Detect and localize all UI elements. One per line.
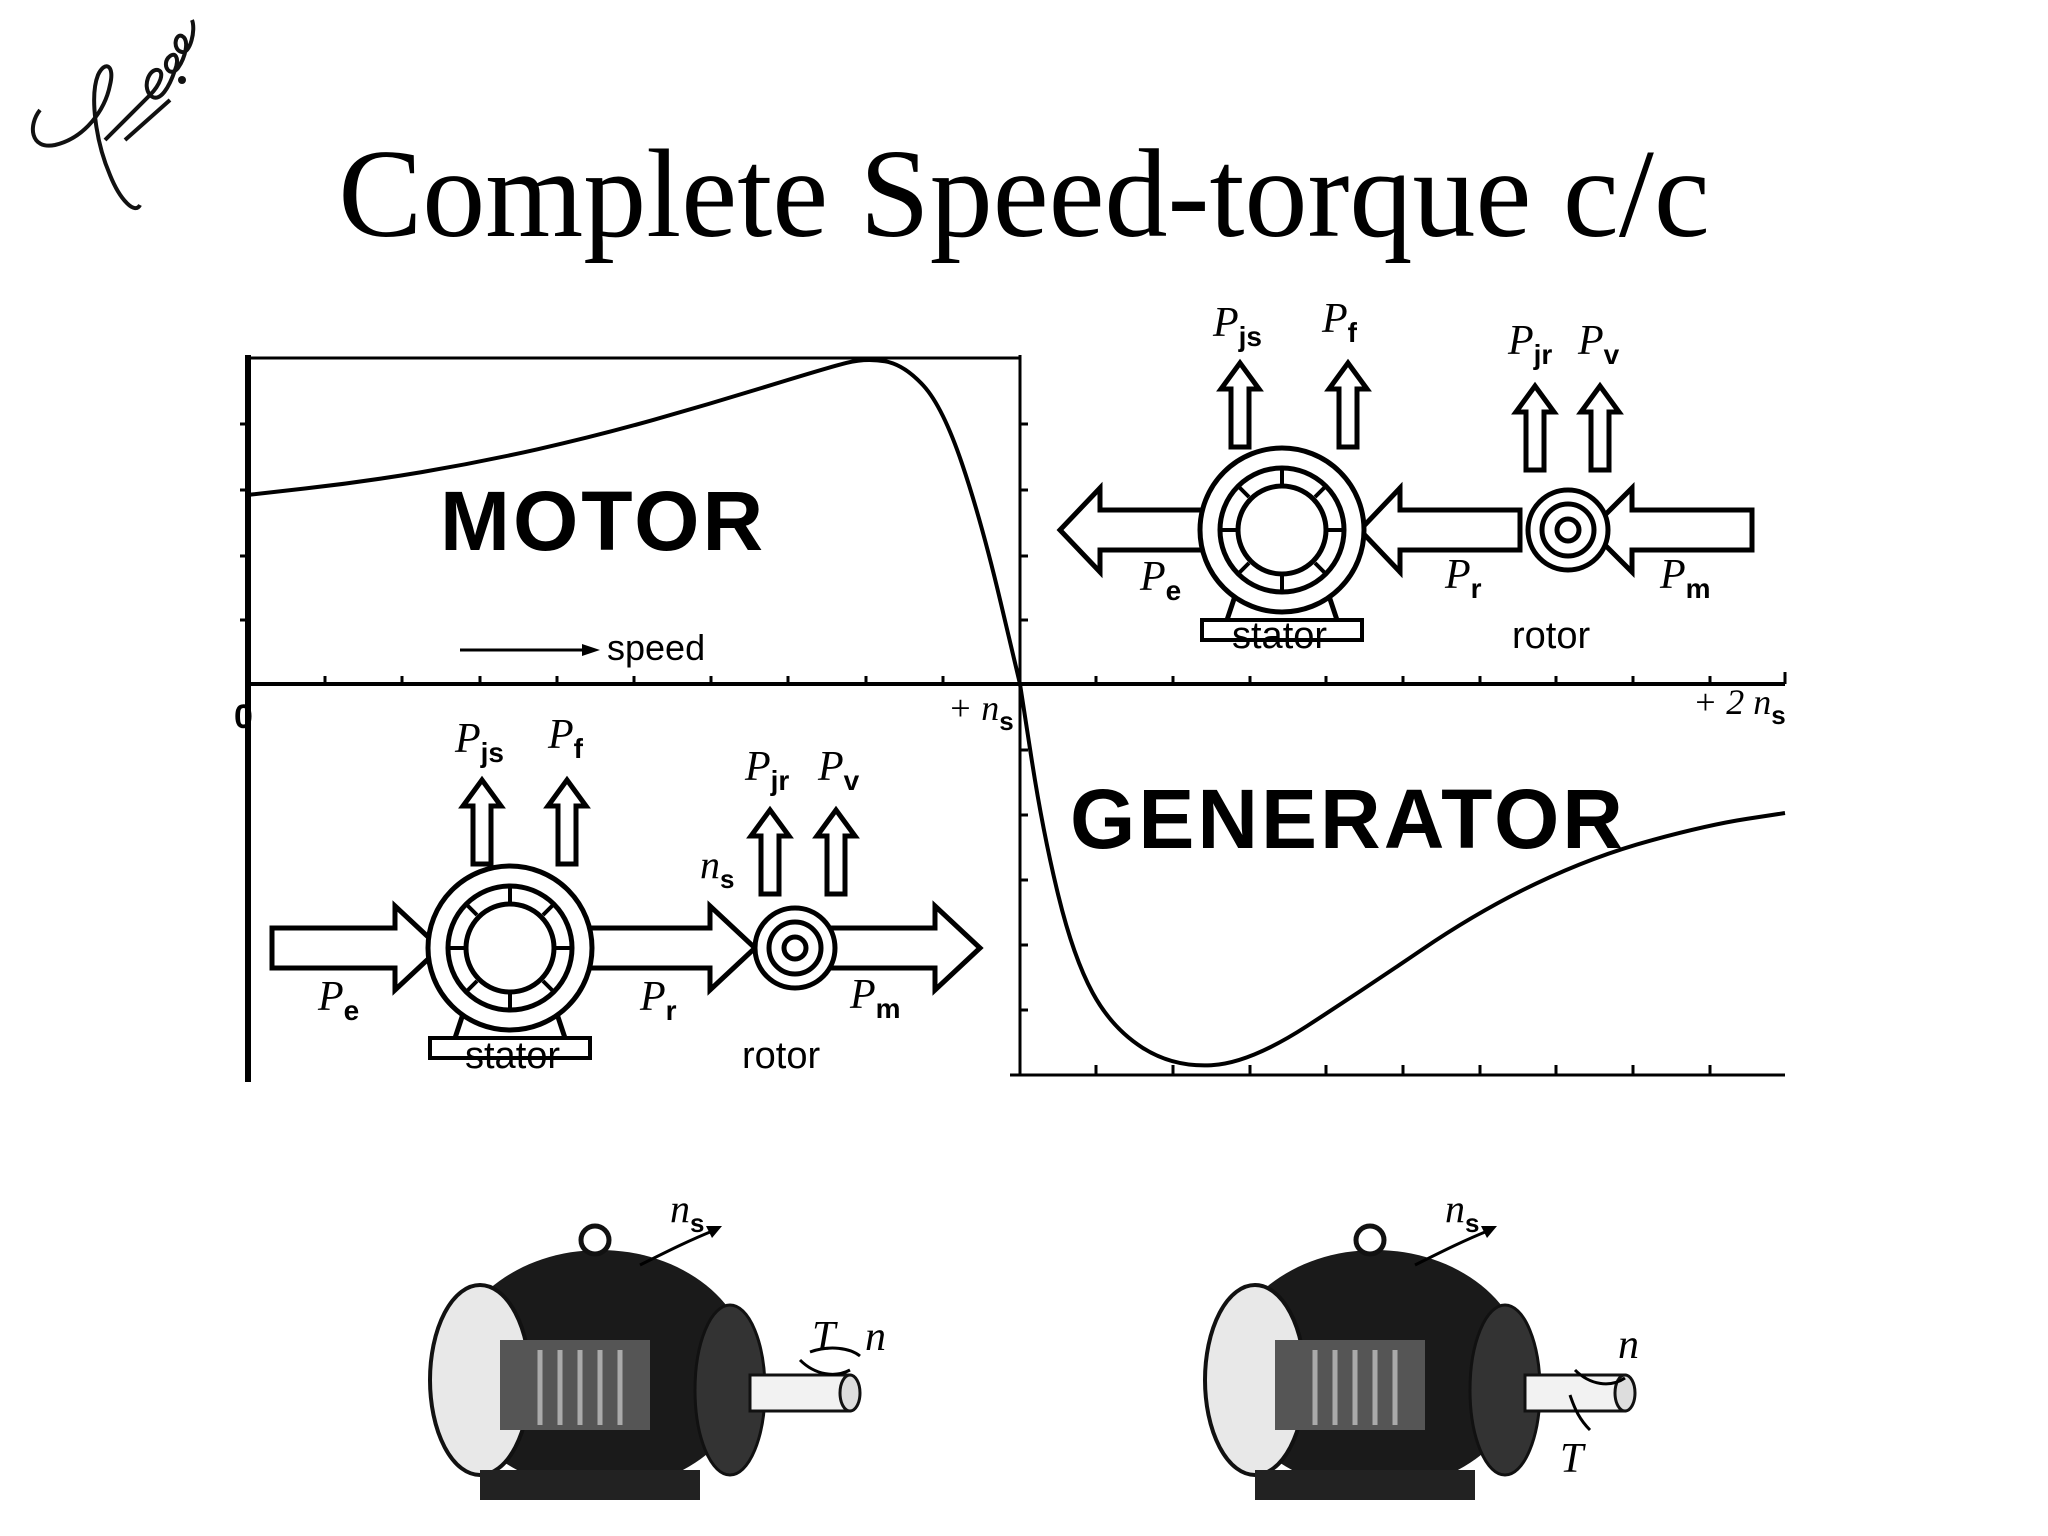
slide-title: Complete Speed-torque c/c bbox=[338, 125, 1710, 264]
label-pe-motor: Pe bbox=[1139, 554, 1181, 606]
chart-axes bbox=[240, 355, 1787, 1082]
label-n-right: n bbox=[1618, 1322, 1639, 1368]
motor-photo-right: ns n T bbox=[1205, 1186, 1639, 1500]
torque-curves bbox=[247, 357, 1786, 1068]
rotor-label-motor: rotor bbox=[1512, 615, 1590, 657]
x-tick-label-2ns: + 2 ns bbox=[1693, 682, 1786, 730]
x-tick-label-ns: + ns bbox=[948, 688, 1014, 736]
label-pf-motor: Pf bbox=[1321, 296, 1358, 348]
signature bbox=[31, 19, 196, 211]
label-pjs-generator: Pjs bbox=[454, 716, 504, 768]
label-t-left: T bbox=[812, 1314, 838, 1360]
stator-label-motor: stator bbox=[1232, 615, 1327, 657]
label-ns-left: ns bbox=[670, 1186, 704, 1238]
rotation-arrow-shaft-right bbox=[1573, 1368, 1626, 1386]
speed-arrow-label: speed bbox=[607, 627, 705, 668]
generator-power-flow-diagram: Pjs Pf Pjr Pv ns Pe Pr Pm stator rotor bbox=[269, 712, 984, 1077]
label-n-left: n bbox=[865, 1314, 886, 1360]
label-pr-generator: Pr bbox=[639, 974, 677, 1026]
y-axis-ticks bbox=[240, 422, 1028, 1012]
label-pjr-generator: Pjr bbox=[744, 744, 789, 796]
arrow-pr-generator bbox=[587, 900, 759, 996]
label-t-right: T bbox=[1560, 1436, 1586, 1482]
label-pjr-motor: Pjr bbox=[1507, 318, 1552, 370]
x-tick-label-0: 0 bbox=[234, 698, 253, 736]
generator-torque-curve bbox=[1018, 683, 1786, 1068]
label-pm-motor: Pm bbox=[1659, 552, 1711, 604]
stator-label-generator: stator bbox=[465, 1035, 560, 1077]
label-pf-generator: Pf bbox=[547, 712, 584, 764]
rotation-arrow-shaft-left bbox=[798, 1358, 851, 1376]
rotation-arrow-ns-left bbox=[639, 1228, 716, 1267]
label-pr-motor: Pr bbox=[1444, 552, 1482, 604]
motor-region-label: MOTOR bbox=[440, 474, 766, 568]
rotor-label-generator: rotor bbox=[742, 1035, 820, 1077]
arrow-pm-motor bbox=[1586, 481, 1755, 579]
generator-bottom-ticks bbox=[1094, 1065, 1712, 1075]
label-ns-generator: ns bbox=[700, 842, 734, 894]
generator-region-label: GENERATOR bbox=[1070, 772, 1626, 866]
label-pe-generator: Pe bbox=[317, 974, 359, 1026]
motor-torque-curve bbox=[247, 357, 1022, 685]
label-ns-right: ns bbox=[1445, 1186, 1479, 1238]
arrow-pe-generator bbox=[269, 900, 444, 996]
motor-photo-left: ns T n bbox=[430, 1186, 886, 1500]
label-pm-generator: Pm bbox=[849, 972, 901, 1024]
rotation-arrow-ns-right bbox=[1414, 1228, 1491, 1267]
label-pjs-motor: Pjs bbox=[1212, 300, 1262, 352]
rotation-arrow-torque-right bbox=[1568, 1394, 1592, 1432]
arrow-pr-motor bbox=[1356, 481, 1523, 579]
rotation-arrow-shaft-top-left bbox=[809, 1346, 861, 1358]
label-pv-motor: Pv bbox=[1577, 318, 1620, 370]
label-pv-generator: Pv bbox=[817, 744, 860, 796]
x-axis-ticks bbox=[323, 672, 1787, 684]
speed-arrow: speed bbox=[460, 627, 705, 668]
arrow-pm-generator bbox=[812, 900, 984, 996]
motor-power-flow-diagram: Pjs Pf Pjr Pv Pe Pr Pm stator rotor bbox=[1056, 296, 1755, 657]
